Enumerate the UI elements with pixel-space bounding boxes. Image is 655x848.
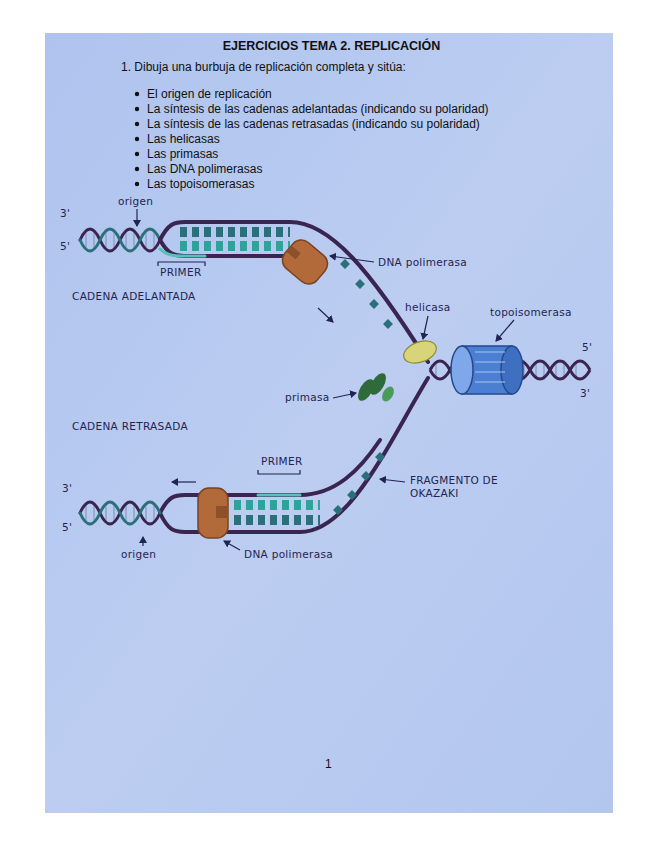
part-label: CADENA ADELANTADA [72,290,196,303]
strand-end-label: 3' [580,387,590,400]
list-item: La síntesis de las cadenas adelantadas (… [147,102,489,116]
strand-end-label: 5' [582,341,592,354]
part-label: PRIMER [261,455,303,468]
list-item: La síntesis de las cadenas retrasadas (i… [147,117,480,131]
part-label: FRAGMENTO DE OKAZAKI [410,474,502,500]
title-text: EJERCICIOS TEMA 2. REPLICACIÓN [4,39,655,54]
part-label: topoisomerasa [490,306,572,319]
part-label: PRIMER [160,266,202,279]
list-item: Las helicasas [147,132,220,146]
part-label: CADENA RETRASADA [72,420,188,433]
strand-end-label: 3' [60,207,70,220]
question-text: 1. Dibuja una burbuja de replicación com… [121,60,406,74]
list-item: Las primasas [147,147,218,161]
strand-end-label: 5' [62,521,72,534]
part-label: origen [121,548,156,561]
list-item: Las topoisomerasas [147,177,254,191]
part-label: origen [118,195,153,208]
part-label: primasa [285,391,330,404]
part-label: DNA polimerasa [378,256,467,269]
list-item: Las DNA polimerasas [147,162,262,176]
page-number: 1 [325,757,332,771]
part-label: DNA polimerasa [244,548,333,561]
part-label: helicasa [405,301,450,314]
strand-end-label: 3' [62,482,72,495]
list-item: El origen de replicación [147,87,272,101]
strand-end-label: 5' [60,240,70,253]
